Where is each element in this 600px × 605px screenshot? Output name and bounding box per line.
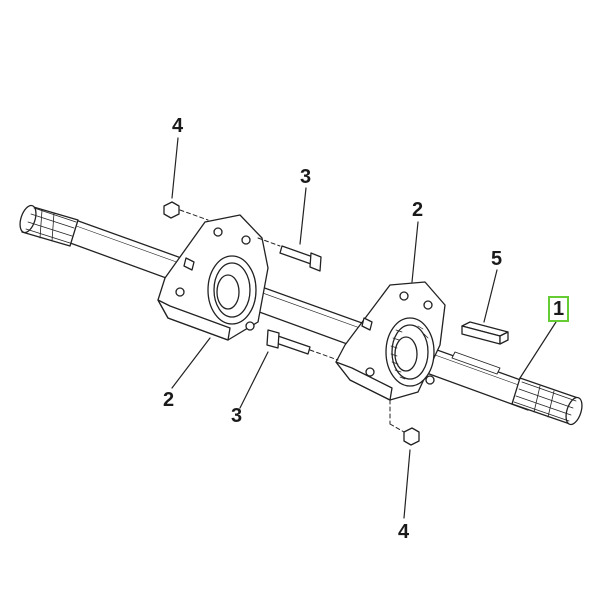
flange-bearing-right[interactable] (335, 281, 446, 401)
flange-bearing-left[interactable] (157, 214, 269, 341)
leader-nut-lower (403, 449, 411, 519)
bolt-upper[interactable] (257, 237, 322, 272)
shaft-left-spline (19, 204, 79, 247)
key-part[interactable] (461, 321, 509, 345)
callout-2-left: 2 (163, 389, 175, 411)
callout-4-lower: 4 (398, 521, 410, 543)
nut-upper[interactable] (163, 201, 209, 221)
leader-bearing-right (411, 221, 419, 283)
leader-bearing-left (171, 337, 211, 389)
leader-key (483, 269, 498, 323)
callout-1-highlighted: 1 (548, 296, 570, 322)
bolt-lower[interactable] (266, 329, 339, 361)
leader-bolt-upper (299, 187, 307, 245)
callout-3-upper: 3 (300, 166, 312, 188)
callout-5: 5 (491, 248, 503, 270)
shaft-right-spline (511, 377, 583, 426)
leader-shaft (519, 321, 557, 379)
callout-3-lower: 3 (231, 405, 243, 427)
callout-4-upper: 4 (172, 115, 184, 137)
leader-nut-upper (171, 137, 179, 199)
nut-lower[interactable] (389, 399, 420, 446)
leader-bolt-lower (239, 351, 269, 409)
callout-2-right: 2 (412, 199, 424, 221)
leader-lines (171, 137, 557, 519)
